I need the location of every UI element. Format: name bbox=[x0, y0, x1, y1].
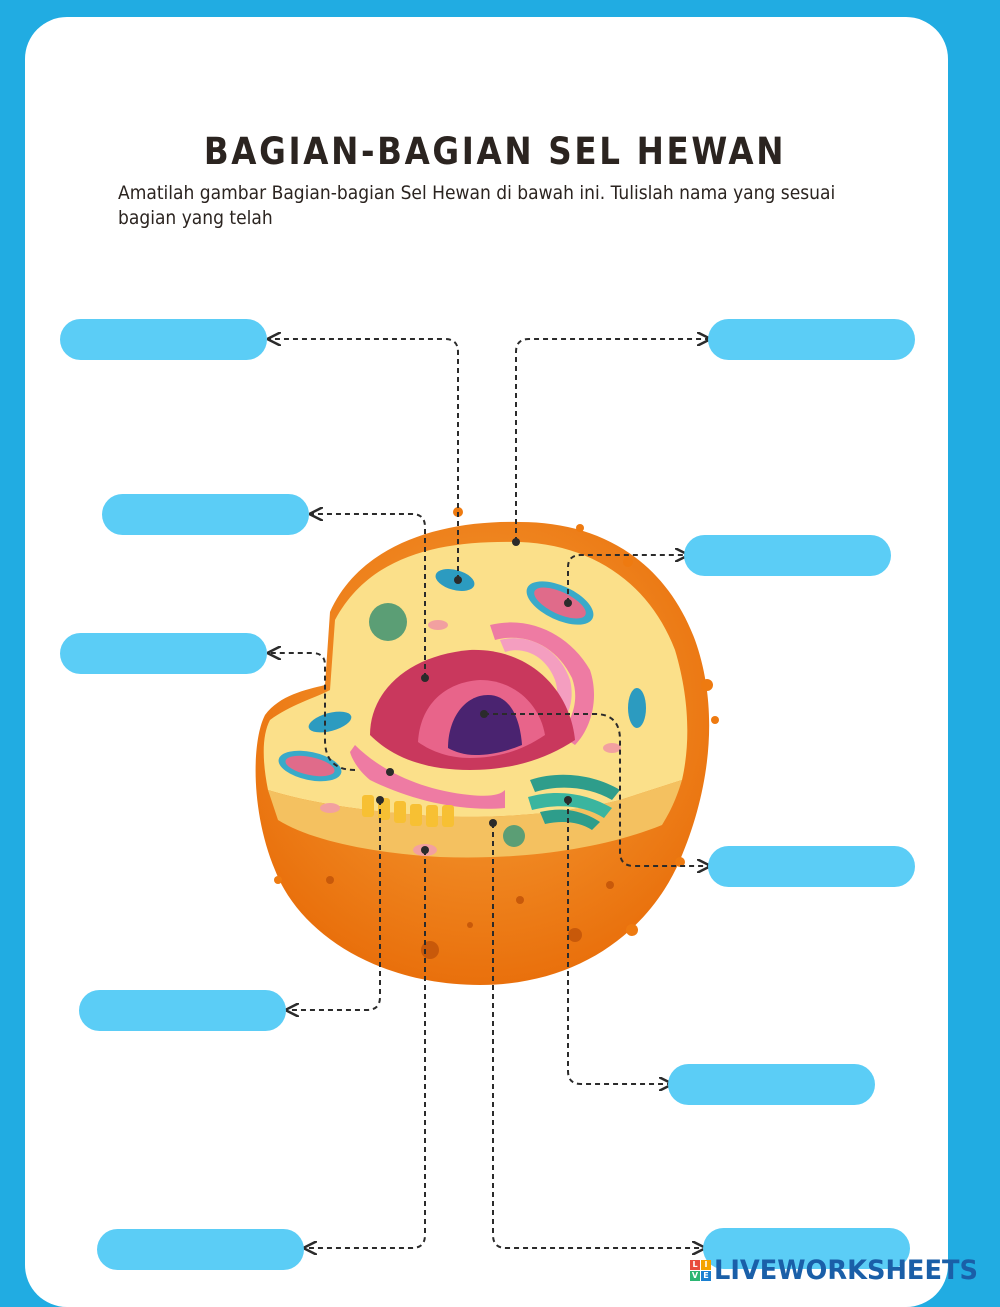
liveworksheets-logo[interactable]: L I V E LIVEWORKSHEETS bbox=[690, 1253, 992, 1287]
badge-letter-l: L bbox=[690, 1260, 700, 1270]
answer-box-left-4[interactable] bbox=[79, 990, 286, 1031]
answer-box-right-4[interactable] bbox=[668, 1064, 875, 1105]
answer-box-left-2[interactable] bbox=[102, 494, 309, 535]
liveworksheets-logo-text: LIVEWORKSHEETS bbox=[714, 1255, 978, 1286]
answer-box-right-2[interactable] bbox=[684, 535, 891, 576]
badge-letter-i: I bbox=[701, 1260, 711, 1270]
liveworksheets-badge-icon: L I V E bbox=[690, 1260, 711, 1281]
answer-box-right-1[interactable] bbox=[708, 319, 915, 360]
answer-box-right-3[interactable] bbox=[708, 846, 915, 887]
badge-letter-e: E bbox=[701, 1271, 711, 1281]
answer-box-left-1[interactable] bbox=[60, 319, 267, 360]
answer-box-left-3[interactable] bbox=[60, 633, 267, 674]
answer-box-left-5[interactable] bbox=[97, 1229, 304, 1270]
badge-letter-v: V bbox=[690, 1271, 700, 1281]
